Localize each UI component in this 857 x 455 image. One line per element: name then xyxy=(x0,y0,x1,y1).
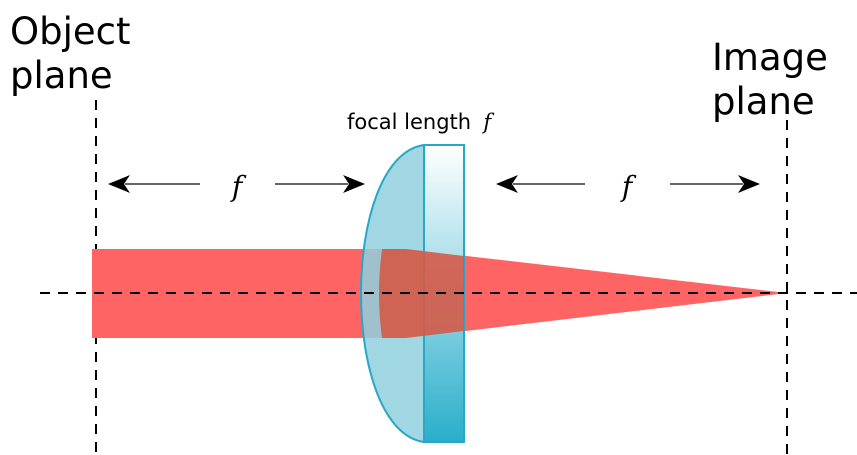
image-plane-label-line2: plane xyxy=(712,80,815,123)
image-plane-label: Image plane xyxy=(712,36,828,124)
focal-length-caption: focal length f xyxy=(347,110,494,134)
object-plane-label-line2: plane xyxy=(10,54,113,97)
converging-beam xyxy=(406,249,787,338)
focal-length-caption-symbol: f xyxy=(481,110,494,134)
focal-length-caption-text: focal length xyxy=(347,110,471,134)
right-distance-label: f xyxy=(620,170,637,203)
right-distance-arrow xyxy=(496,175,760,193)
collimated-beam xyxy=(92,249,406,338)
object-plane-label: Object plane xyxy=(10,10,131,98)
left-distance-arrow xyxy=(108,175,365,193)
image-plane-label-line1: Image xyxy=(712,36,828,79)
object-plane-label-line1: Object xyxy=(10,10,131,53)
left-distance-label: f xyxy=(230,170,247,203)
